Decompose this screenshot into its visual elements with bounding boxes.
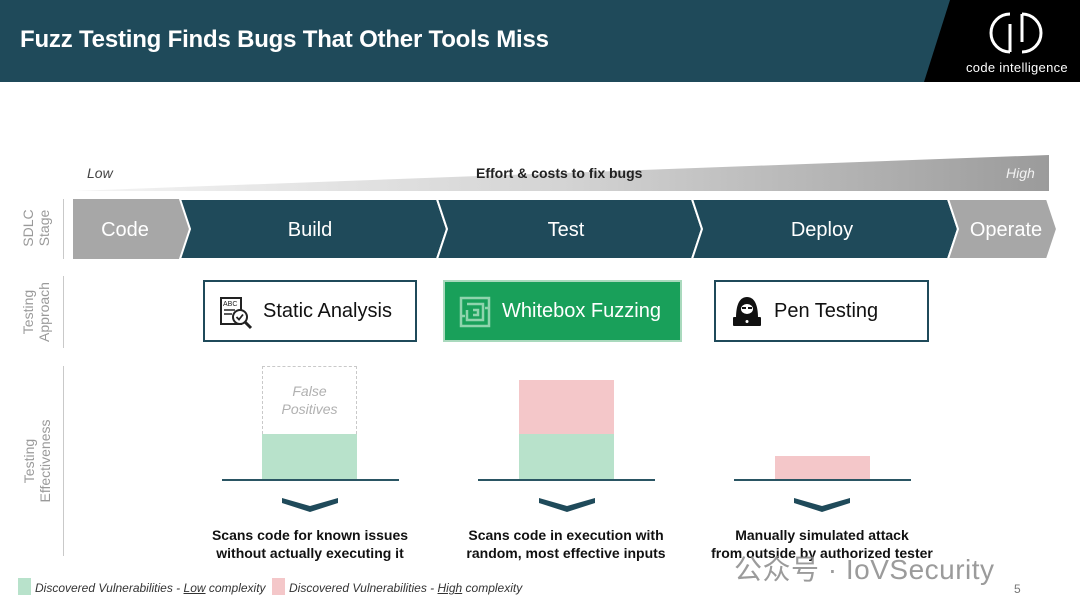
legend-high-complexity: Discovered Vulnerabilities - High comple…	[289, 581, 523, 595]
chevron-down-icon	[282, 498, 338, 512]
stage-arrow-operate	[946, 199, 1058, 259]
header-background	[0, 0, 1080, 82]
bar-fuzzing-low-complexity	[519, 434, 614, 480]
approach-label: Whitebox Fuzzing	[502, 300, 661, 322]
effort-high-label: High	[1006, 165, 1035, 181]
bar-static-low-complexity	[262, 434, 357, 480]
approach-pen-testing: Pen Testing	[714, 280, 929, 342]
effort-cost-wedge	[73, 155, 1049, 191]
false-positives-box	[262, 366, 357, 434]
approach-whitebox-fuzzing: Whitebox Fuzzing	[443, 280, 682, 342]
chevron-down-icon	[539, 498, 595, 512]
page-title: Fuzz Testing Finds Bugs That Other Tools…	[20, 26, 549, 53]
chevron-down-icon	[794, 498, 850, 512]
approach-label: Static Analysis	[263, 300, 392, 322]
stage-label-build: Build	[287, 219, 333, 241]
sdlc-stage-arrows	[73, 199, 1058, 259]
stage-arrow-test	[435, 199, 704, 259]
bar-pentest-high-complexity	[775, 456, 870, 480]
stage-arrow-code	[73, 199, 190, 259]
approach-label: Pen Testing	[774, 300, 879, 322]
side-divider	[63, 366, 64, 556]
stage-arrow-build	[178, 199, 449, 259]
watermark: 公众号 · IoVSecurity	[734, 554, 995, 585]
legend-low-complexity: Discovered Vulnerabilities - Low complex…	[35, 581, 266, 595]
legend-swatch-high	[272, 578, 285, 595]
stage-label-deploy: Deploy	[790, 219, 854, 241]
stage-label-test: Test	[547, 219, 585, 241]
maze-icon	[459, 296, 491, 328]
stage-label-operate: Operate	[969, 219, 1043, 241]
document-magnifier-icon: ABC	[220, 297, 253, 330]
baseline-pentest	[734, 479, 911, 481]
page-number: 5	[1014, 582, 1021, 596]
side-divider	[63, 199, 64, 259]
code-intelligence-logo-icon	[989, 12, 1043, 54]
svg-text:ABC: ABC	[223, 301, 237, 308]
baseline-static	[222, 479, 399, 481]
stage-arrow-deploy	[690, 199, 960, 259]
effort-title: Effort & costs to fix bugs	[476, 165, 643, 181]
hacker-icon	[733, 297, 761, 326]
stage-label-code: Code	[101, 219, 149, 241]
side-divider	[63, 276, 64, 348]
effort-low-label: Low	[87, 165, 113, 181]
legend-swatch-low	[18, 578, 31, 595]
bar-fuzzing-high-complexity	[519, 380, 614, 434]
logo-text: code intelligence	[966, 60, 1068, 75]
header-bar: Fuzz Testing Finds Bugs That Other Tools…	[0, 0, 1080, 82]
approach-static-analysis: ABC Static Analysis	[203, 280, 417, 342]
baseline-fuzzing	[478, 479, 655, 481]
